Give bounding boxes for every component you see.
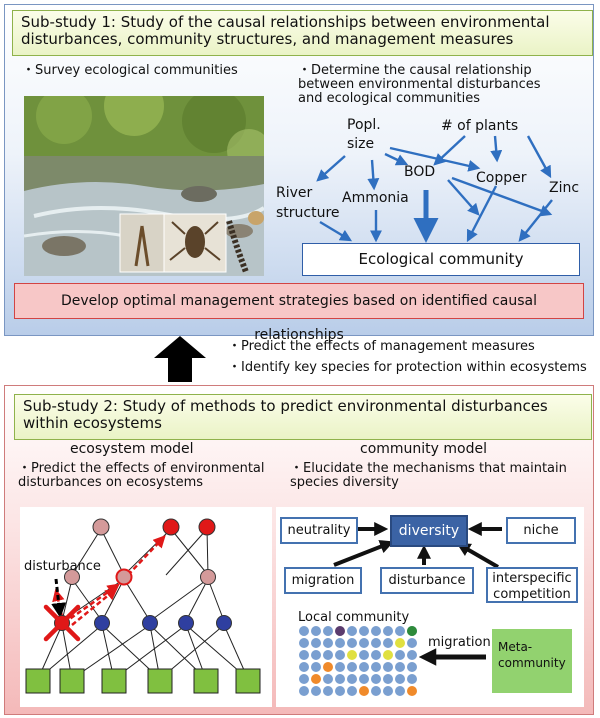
zinc-node: Zinc: [549, 180, 580, 196]
predict-management-bullet: ・Predict the effects of management measu…: [228, 339, 535, 354]
migration-arrow-label: migration: [428, 635, 491, 650]
substudy2-title: Sub-study 2: Study of methods to predict…: [14, 394, 592, 440]
strategy-box: Develop optimal management strategies ba…: [14, 283, 584, 343]
migration-box: migration: [284, 567, 362, 594]
food-web-svg: [25, 518, 261, 694]
community-arrows: [299, 522, 502, 696]
meta-community-box: Meta- community: [492, 629, 572, 693]
stream-photo-illustration: [24, 96, 264, 276]
determine-bullet: ・Determine the causal relationship betwe…: [298, 63, 541, 106]
causal-arrows: [316, 135, 553, 243]
up-arrow-icon: [154, 336, 206, 382]
stream-photo: [24, 96, 264, 276]
substudy1-title: Sub-study 1: Study of the causal relatio…: [12, 10, 593, 56]
community-model-diagram: neutrality diversity niche migration dis…: [276, 507, 584, 707]
community-model-heading: community model: [360, 441, 487, 457]
survey-bullet: ・Survey ecological communities: [22, 63, 238, 78]
bod-node: BOD: [404, 164, 436, 180]
identify-key-species-bullet: ・Identify key species for protection wit…: [228, 360, 587, 375]
diversity-box: diversity: [390, 515, 468, 547]
neutrality-box: neutrality: [280, 517, 358, 544]
local-community-grid: [299, 626, 417, 696]
disturbance-box: disturbance: [380, 567, 474, 594]
community-bullet: ・Elucidate the mechanisms that maintain …: [290, 461, 567, 490]
river-structure-node: River structure: [276, 185, 340, 221]
copper-node: Copper: [476, 170, 527, 186]
interspecific-competition-box: interspecific competition: [486, 567, 578, 603]
num-plants-node: # of plants: [441, 118, 519, 134]
disturbance-label: disturbance: [24, 559, 101, 574]
popl-size-node: Popl. size: [347, 117, 381, 152]
ecosystem-bullet: ・Predict the effects of environmental di…: [18, 461, 265, 490]
niche-box: niche: [506, 517, 576, 544]
ecosystem-network-diagram: disturbance: [20, 507, 272, 707]
ecosystem-model-heading: ecosystem model: [70, 441, 194, 457]
local-community-label: Local community: [298, 610, 410, 625]
middle-bullets: ・Predict the effects of management measu…: [228, 340, 587, 382]
ecological-community-box: Ecological community: [302, 243, 580, 276]
ammonia-node: Ammonia: [342, 190, 409, 206]
